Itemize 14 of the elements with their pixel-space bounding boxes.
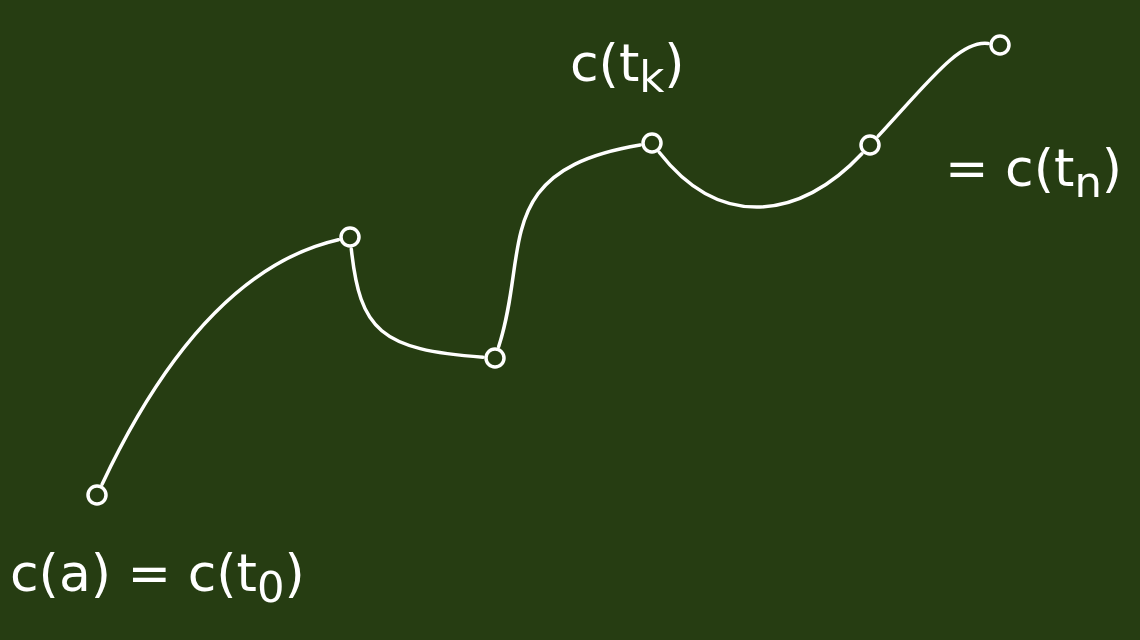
curve-segment — [349, 247, 485, 359]
curve-segment — [496, 143, 642, 349]
curve-point — [988, 33, 1012, 57]
curve-segment — [657, 150, 864, 209]
curve-point — [483, 346, 507, 370]
point-label: c(t$_{k}$) — [570, 35, 685, 103]
point-label: = c(t$_{n}$) — [945, 140, 1123, 208]
point-label: c(a) = c(t$_{0}$) — [10, 545, 305, 613]
curve-point — [640, 131, 664, 155]
curve-segment — [100, 237, 341, 486]
curve-segment — [876, 41, 990, 138]
curve-point — [85, 483, 109, 507]
curve-point — [338, 225, 362, 249]
curve-point — [858, 133, 882, 157]
